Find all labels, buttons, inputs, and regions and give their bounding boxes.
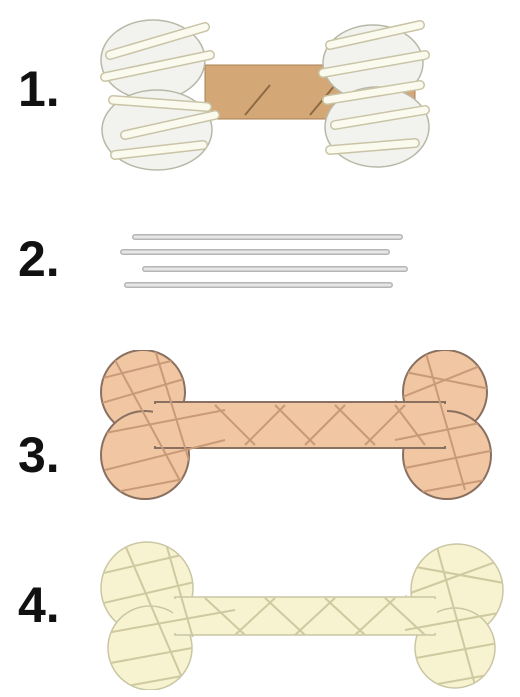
- step-3-number: 3.: [18, 430, 60, 480]
- wrapped-bone-tan-illustration: [95, 350, 495, 500]
- step-2-number: 2.: [18, 234, 60, 284]
- wrapped-bone-cream-illustration: [95, 540, 515, 690]
- step-1-number: 1.: [18, 64, 60, 114]
- step-4-number: 4.: [18, 580, 60, 630]
- wrapped-core-illustration: [95, 15, 435, 175]
- sticks-illustration: [115, 225, 415, 305]
